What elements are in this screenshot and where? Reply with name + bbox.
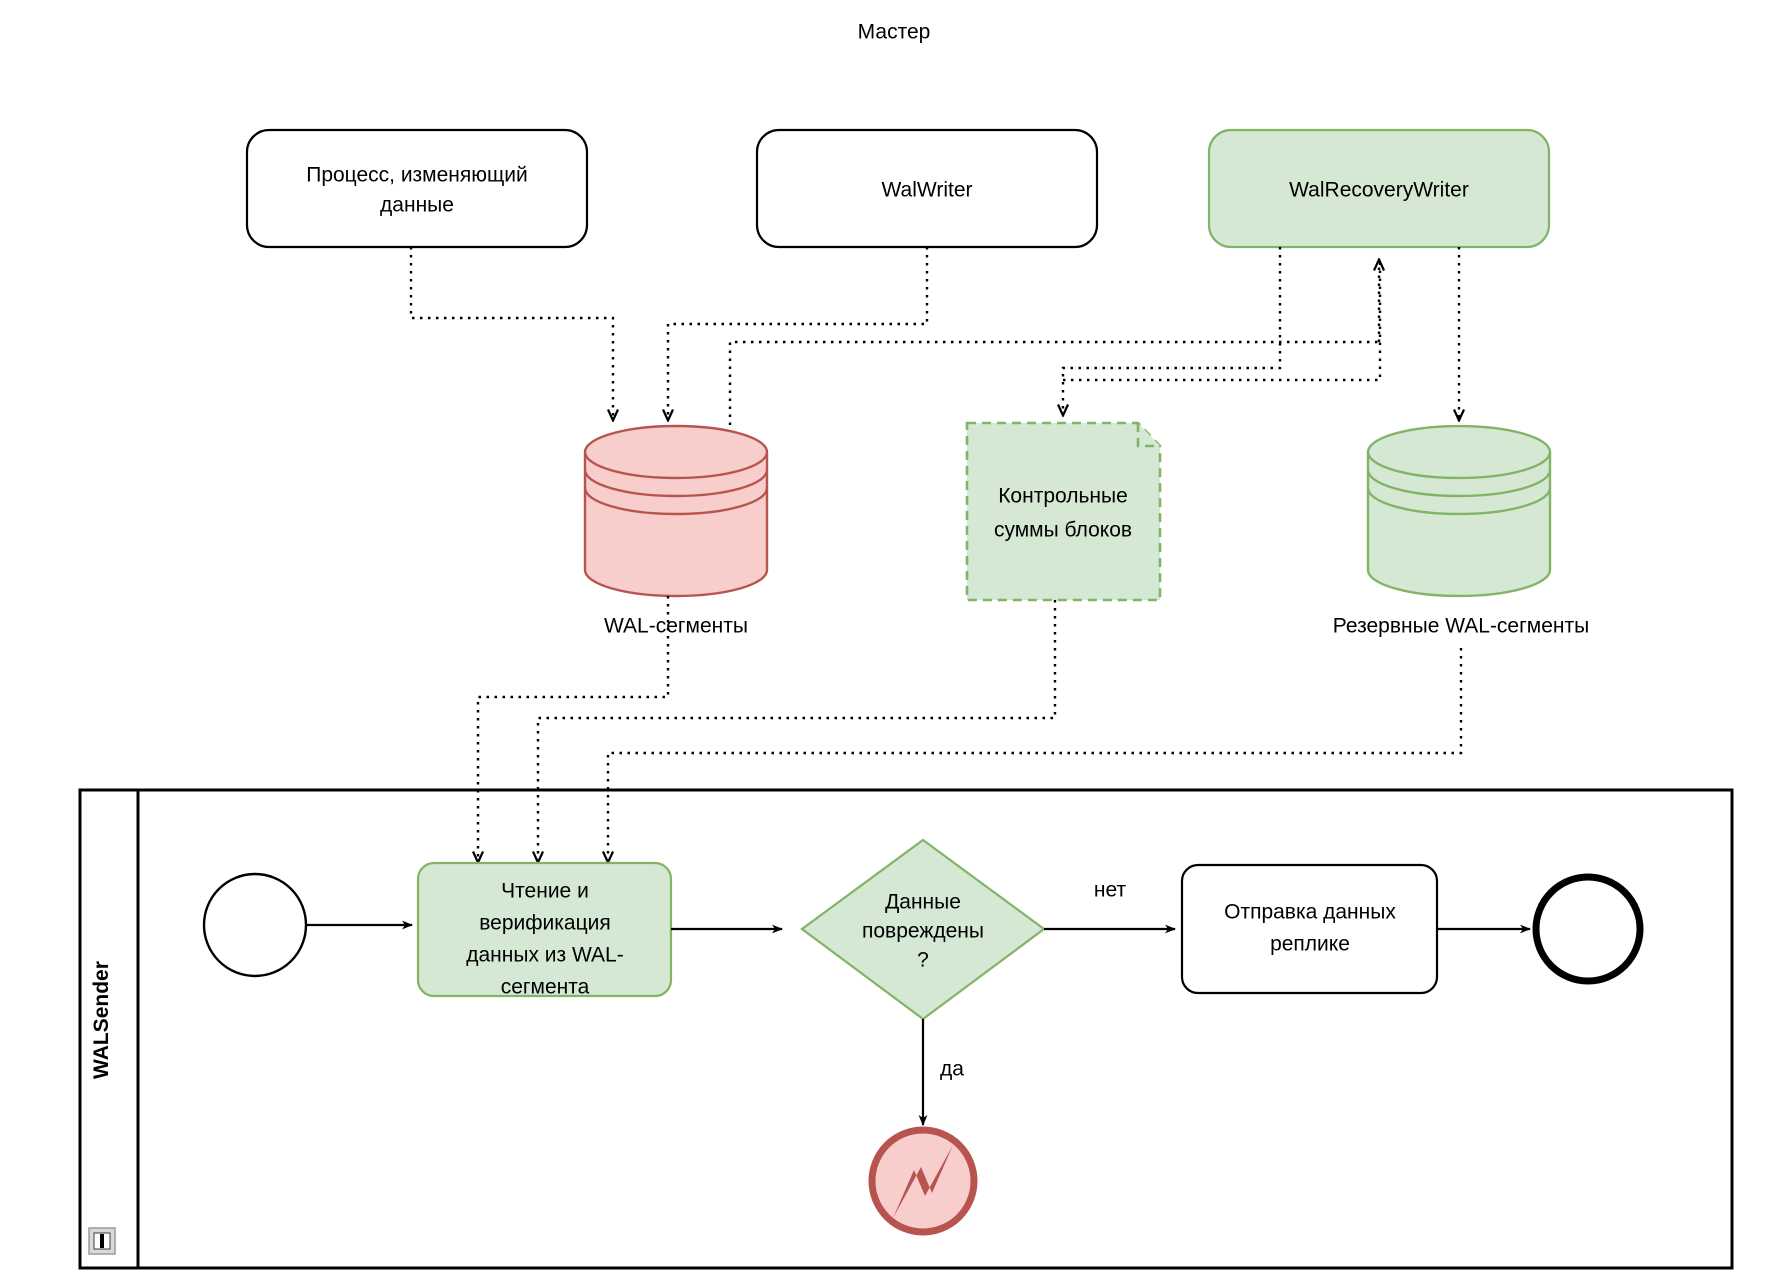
assoc-walwriter-to-wal-segments (668, 247, 929, 420)
gateway-label-line2: повреждены (862, 920, 984, 943)
end-event[interactable] (1532, 873, 1644, 985)
assoc-checksums-to-recovery (1063, 262, 1382, 382)
task-send-to-replica[interactable]: Отправка данных реплике (1180, 863, 1439, 995)
lightning-bolt-icon (893, 1145, 953, 1218)
participant-process-modifying-data[interactable]: Процесс, изменяющий данные (245, 128, 589, 249)
dataobject-block-checksums[interactable]: Контрольные суммы блоков (965, 421, 1162, 602)
assoc-recovery-to-checksums (1063, 247, 1282, 415)
datastore-backup-wal-segments-label: Резервные WAL-сегменты (1333, 615, 1589, 638)
assoc-wal-segments-to-recovery-a (728, 340, 1379, 425)
assoc-process-to-wal-segments (409, 247, 613, 420)
participant-process-label-line1: Процесс, изменяющий (306, 164, 528, 187)
error-end-event[interactable] (868, 1126, 978, 1236)
dataobject-checksums-label-line1: Контрольные (998, 485, 1128, 508)
gateway-data-corrupted[interactable]: Данные повреждены ? (800, 838, 1046, 1021)
datastore-wal-segments-label: WAL-сегменты (604, 615, 748, 638)
participant-walrecoverywriter-label: WalRecoveryWriter (1289, 179, 1469, 202)
pool-title-master: Мастер (858, 21, 931, 44)
task-send-line1: Отправка данных (1224, 901, 1396, 924)
assoc-wal-segments-to-task (478, 596, 670, 862)
task-read-verify-line3: данных из WAL- (466, 944, 623, 967)
assoc-backup-segments-to-task (608, 648, 1463, 862)
flow-label-yes: да (940, 1058, 964, 1081)
lane-walsender: WALSender (78, 788, 1734, 1270)
gateway-label-line3: ? (917, 949, 929, 972)
start-event[interactable] (202, 872, 308, 978)
participant-walwriter[interactable]: WalWriter (755, 128, 1099, 249)
assoc-checksums-to-task (538, 600, 1057, 862)
participant-process-label-line2: данные (380, 194, 454, 217)
participant-walwriter-label: WalWriter (882, 179, 973, 202)
dataobject-checksums-label-line2: суммы блоков (994, 519, 1132, 542)
task-send-line2: реплике (1270, 933, 1350, 956)
datastore-wal-segments[interactable]: WAL-сегменты (583, 424, 769, 638)
gateway-label-line1: Данные (885, 891, 961, 914)
lane-title-walsender: WALSender (90, 961, 113, 1079)
task-read-verify-line4: сегмента (501, 976, 590, 999)
datastore-backup-wal-segments[interactable]: Резервные WAL-сегменты (1333, 424, 1589, 638)
task-read-verify[interactable]: Чтение и верификация данных из WAL- сегм… (416, 861, 673, 999)
flow-label-no: нет (1094, 879, 1127, 902)
task-read-verify-line2: верификация (479, 912, 610, 935)
lane-marker-icon[interactable] (88, 1227, 116, 1255)
participant-walrecoverywriter[interactable]: WalRecoveryWriter (1207, 128, 1551, 249)
task-read-verify-line1: Чтение и (501, 880, 589, 903)
